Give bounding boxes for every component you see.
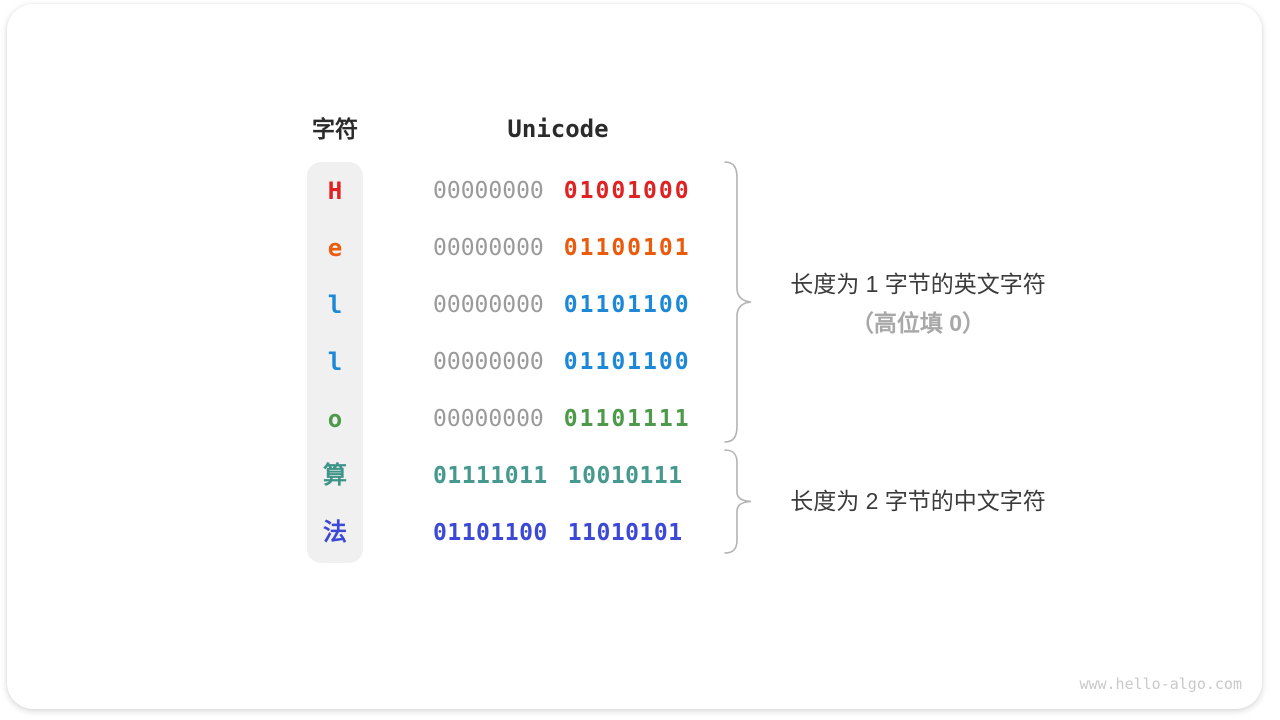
byte-high: 00000000	[433, 349, 544, 375]
annotation-1byte-line2: （高位填 0）	[850, 310, 986, 336]
byte-high: 00000000	[433, 406, 544, 432]
char-cell: 法	[323, 519, 347, 546]
table-row: H 00000000 01001000	[307, 173, 1007, 209]
char-cell: o	[327, 405, 343, 433]
char-cell: H	[327, 177, 343, 205]
char-cell: l	[327, 348, 343, 376]
byte-low: 01101111	[563, 406, 691, 432]
unicode-bytes: 00000000 01100101	[433, 230, 691, 266]
char-column-background	[307, 162, 363, 563]
byte-low: 01001000	[563, 178, 691, 204]
unicode-bytes: 00000000 01101100	[433, 287, 691, 323]
char-cell: l	[327, 291, 343, 319]
byte-high: 01111011	[433, 463, 548, 489]
column-header-char: 字符	[312, 116, 358, 142]
annotation-1byte-line1: 长度为 1 字节的英文字符	[790, 271, 1046, 297]
table-row: l 00000000 01101100	[307, 344, 1007, 380]
unicode-bytes: 00000000 01101111	[433, 401, 691, 437]
byte-low: 10010111	[567, 463, 683, 489]
table-row: 算 01111011 10010111	[307, 458, 1007, 494]
byte-high: 00000000	[433, 292, 544, 318]
diagram-card	[7, 4, 1262, 709]
byte-low: 01101100	[563, 292, 691, 318]
unicode-bytes: 00000000 01001000	[433, 173, 691, 209]
byte-high: 00000000	[433, 178, 544, 204]
char-cell: 算	[323, 462, 347, 489]
byte-low: 01100101	[563, 235, 691, 261]
byte-high: 00000000	[433, 235, 544, 261]
table-row: e 00000000 01100101	[307, 230, 1007, 266]
column-header-unicode: Unicode	[507, 115, 609, 143]
unicode-bytes: 01101100 11010101	[433, 515, 683, 551]
brace-2byte-group-icon	[722, 449, 754, 555]
table-row: o 00000000 01101111	[307, 401, 1007, 437]
brace-1byte-group-icon	[722, 161, 754, 443]
table-row: l 00000000 01101100	[307, 287, 1007, 323]
byte-low: 01101100	[563, 349, 691, 375]
watermark: www.hello-algo.com	[1079, 675, 1242, 693]
table-row: 法 01101100 11010101	[307, 515, 1007, 551]
unicode-bytes: 00000000 01101100	[433, 344, 691, 380]
annotation-1byte: 长度为 1 字节的英文字符 （高位填 0）	[762, 265, 1074, 343]
char-cell: e	[327, 234, 343, 262]
byte-low: 11010101	[567, 520, 683, 546]
unicode-bytes: 01111011 10010111	[433, 458, 683, 494]
byte-high: 01101100	[433, 520, 548, 546]
annotation-2byte: 长度为 2 字节的中文字符	[790, 488, 1046, 514]
